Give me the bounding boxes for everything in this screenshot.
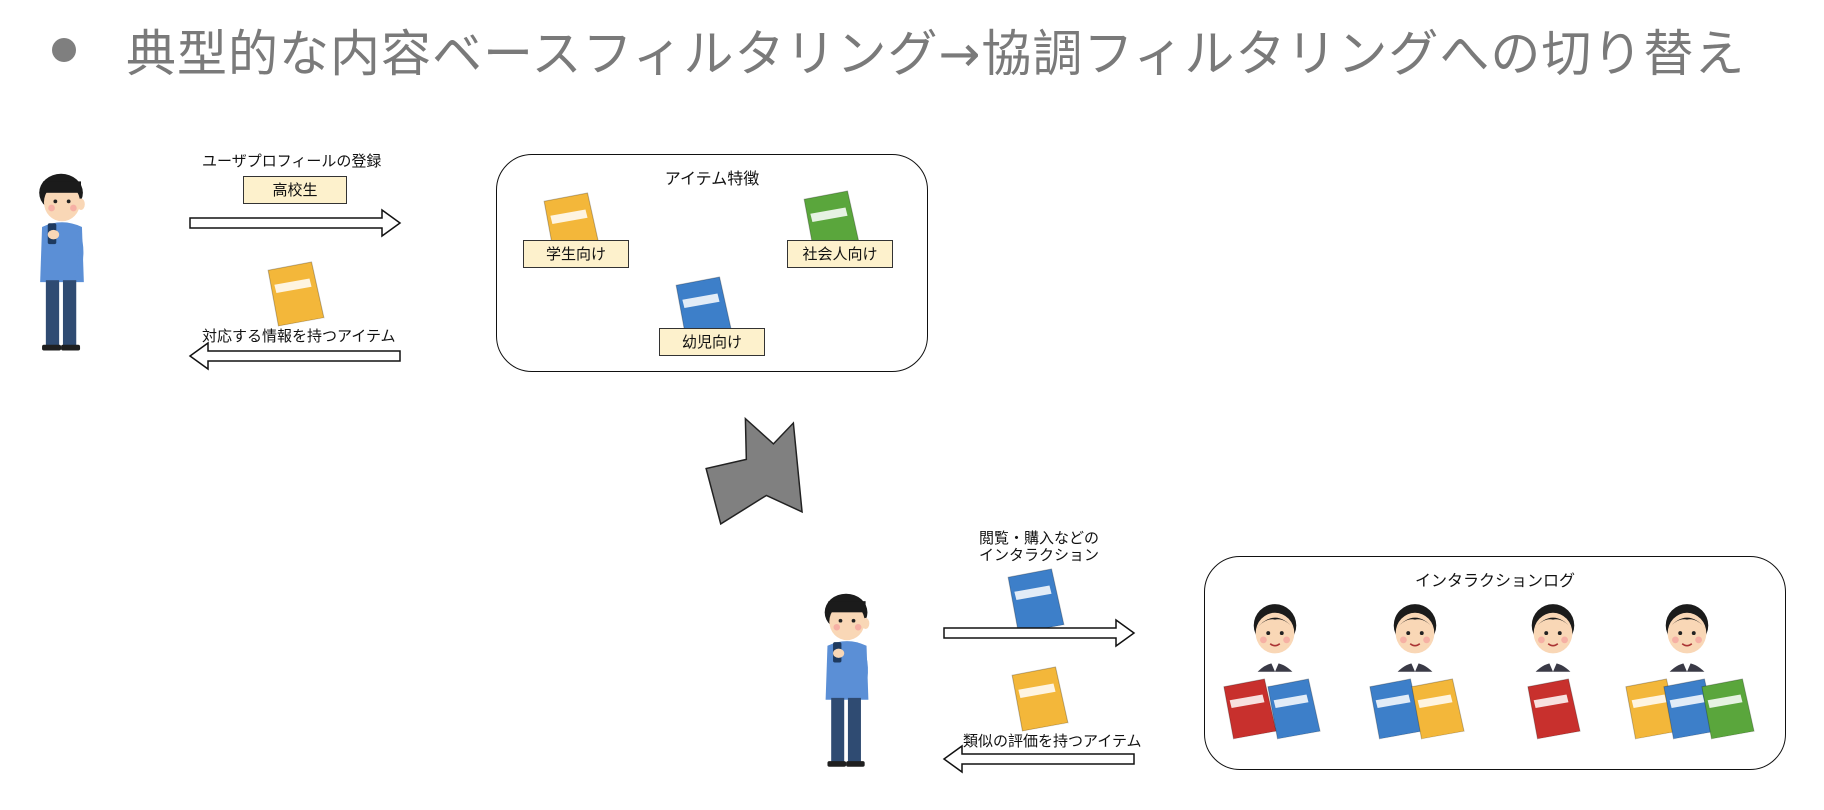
user-avatar-icon: [1386, 600, 1444, 672]
user-avatar-icon: [1246, 600, 1304, 672]
title-bullet: [52, 38, 76, 62]
user-avatar-icon: [1524, 600, 1582, 672]
return-items-arrow: [188, 341, 401, 371]
book-green-icon: [1698, 676, 1756, 740]
profile-registration-label: ユーザプロフィールの登録: [202, 152, 382, 170]
user-person-icon: [26, 170, 98, 360]
book-blue-icon: [1264, 676, 1322, 740]
book-yellow-icon: [264, 259, 326, 327]
item-features-title: アイテム特徴: [664, 169, 760, 188]
feature-tag-toddlers: 幼児向け: [659, 328, 765, 356]
book-yellow-icon: [1008, 664, 1070, 732]
interaction-label-line2: インタラクション: [979, 546, 1100, 564]
book-yellow-icon: [1408, 676, 1466, 740]
return-items-label: 対応する情報を持つアイテム: [202, 327, 396, 345]
interaction-log-title: インタラクションログ: [1414, 571, 1575, 590]
transition-arrow: [705, 416, 803, 526]
book-red-icon: [1524, 676, 1582, 740]
feature-tag-students: 学生向け: [523, 240, 629, 268]
user-person-icon: [812, 590, 882, 776]
slide-title: 典型的な内容ベースフィルタリング→協調フィルタリングへの切り替え: [126, 25, 1746, 83]
feature-tag-working-adults: 社会人向け: [787, 240, 893, 268]
similar-items-arrow: [942, 744, 1135, 774]
profile-value-tag: 高校生: [243, 176, 347, 204]
interaction-send-arrow: [943, 618, 1136, 648]
similar-items-label: 類似の評価を持つアイテム: [963, 732, 1142, 750]
user-avatar-icon: [1658, 600, 1716, 672]
interaction-label-line1: 閲覧・購入などの: [979, 529, 1100, 547]
profile-send-arrow: [189, 208, 402, 238]
